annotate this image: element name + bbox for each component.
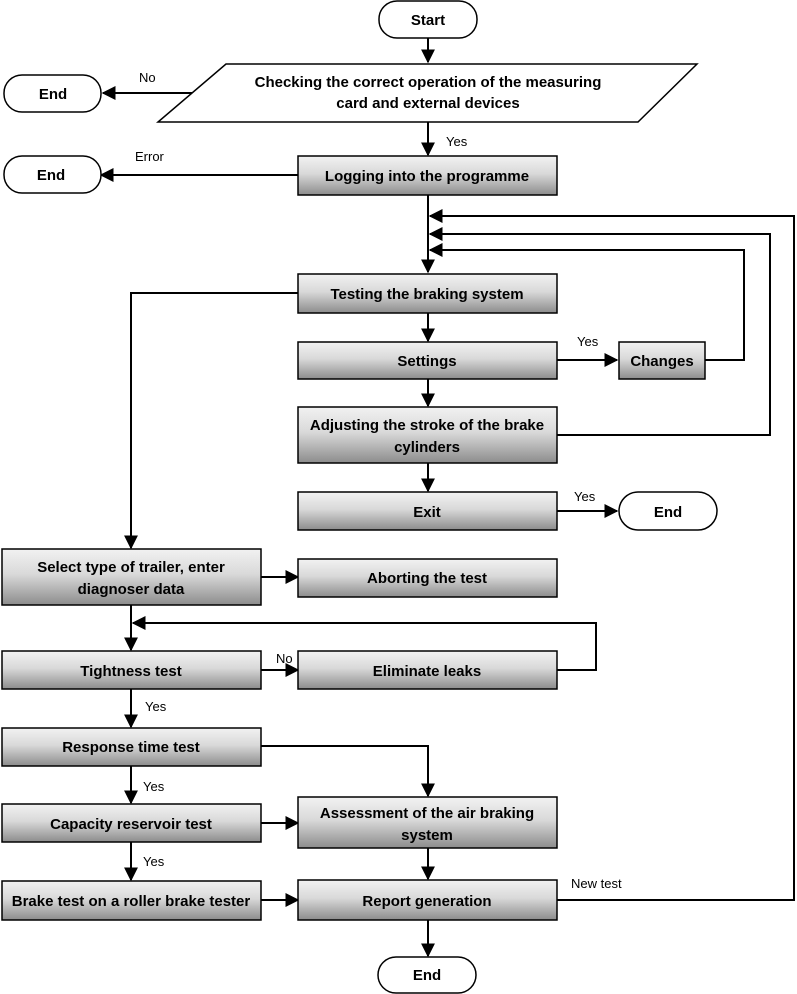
- process-changes: Changes: [618, 341, 706, 380]
- process-exit-label: Exit: [413, 504, 441, 521]
- process-response: Response time test: [1, 727, 262, 767]
- process-select-trailer: Select type of trailer, enter diagnoser …: [1, 548, 262, 606]
- terminal-end-error: End: [3, 155, 102, 194]
- edge-testing-select: [124, 292, 298, 550]
- process-tightness: Tightness test: [1, 650, 262, 690]
- terminal-end-no-label: End: [39, 86, 67, 103]
- process-testing-label: Testing the braking system: [330, 286, 523, 303]
- edge-report-new-test: [428, 209, 795, 901]
- process-brake-roller: Brake test on a roller brake tester: [1, 880, 262, 921]
- process-exit: Exit: [297, 491, 558, 531]
- process-assess-line2: system: [401, 827, 453, 844]
- process-abort: Aborting the test: [297, 558, 558, 598]
- process-adjust: Adjusting the stroke of the brake cylind…: [297, 406, 558, 464]
- terminal-end-final: End: [377, 956, 477, 994]
- label-yes-check: Yes: [446, 134, 468, 149]
- label-new-test: New test: [571, 876, 622, 891]
- process-abort-label: Aborting the test: [367, 570, 487, 587]
- io-check-devices-line1: Checking the correct operation of the me…: [255, 74, 602, 91]
- terminal-start-label: Start: [411, 12, 445, 29]
- process-select-line1: Select type of trailer, enter: [37, 559, 225, 576]
- io-check-devices-line2: card and external devices: [336, 95, 519, 112]
- process-testing: Testing the braking system: [297, 273, 558, 314]
- process-response-label: Response time test: [62, 739, 200, 756]
- connectors: [99, 38, 795, 958]
- process-assessment: Assessment of the air braking system: [297, 796, 558, 849]
- terminal-end-final-label: End: [413, 967, 441, 984]
- process-report-label: Report generation: [362, 893, 491, 910]
- label-yes-capacity: Yes: [143, 854, 165, 869]
- terminal-end-exit-label: End: [654, 504, 682, 521]
- process-login-label: Logging into the programme: [325, 168, 529, 185]
- edge-adjust-loop: [428, 227, 771, 436]
- terminal-end-no: End: [3, 74, 102, 113]
- process-login: Logging into the programme: [297, 155, 558, 196]
- label-yes-exit: Yes: [574, 489, 596, 504]
- process-adjust-line1: Adjusting the stroke of the brake: [310, 417, 544, 434]
- process-adjust-line2: cylinders: [394, 439, 460, 456]
- process-capacity: Capacity reservoir test: [1, 803, 262, 843]
- process-settings: Settings: [297, 341, 558, 380]
- process-brake-roller-label: Brake test on a roller brake tester: [12, 893, 251, 910]
- terminal-start: Start: [378, 0, 478, 39]
- label-error-login: Error: [135, 149, 165, 164]
- process-eliminate-label: Eliminate leaks: [373, 663, 481, 680]
- label-yes-response: Yes: [143, 779, 165, 794]
- label-no-check: No: [139, 70, 156, 85]
- label-yes-tightness: Yes: [145, 699, 167, 714]
- process-settings-label: Settings: [397, 353, 456, 370]
- terminal-end-error-label: End: [37, 167, 65, 184]
- label-yes-settings: Yes: [577, 334, 599, 349]
- process-select-line2: diagnoser data: [78, 581, 185, 598]
- label-no-tightness: No: [276, 651, 293, 666]
- terminal-end-exit: End: [618, 491, 718, 531]
- edge-changes-loop: [428, 243, 745, 361]
- edge-response-assess: [261, 745, 435, 798]
- edge-eliminate-loop: [131, 616, 597, 671]
- process-report: Report generation: [297, 879, 558, 921]
- process-assess-line1: Assessment of the air braking: [320, 805, 534, 822]
- process-capacity-label: Capacity reservoir test: [50, 816, 212, 833]
- io-check-devices: Checking the correct operation of the me…: [155, 63, 699, 123]
- process-changes-label: Changes: [630, 353, 693, 370]
- process-tightness-label: Tightness test: [80, 663, 181, 680]
- process-eliminate: Eliminate leaks: [297, 650, 558, 690]
- edge-labels: No Yes Error Yes Yes No Yes Yes Yes New …: [135, 70, 622, 891]
